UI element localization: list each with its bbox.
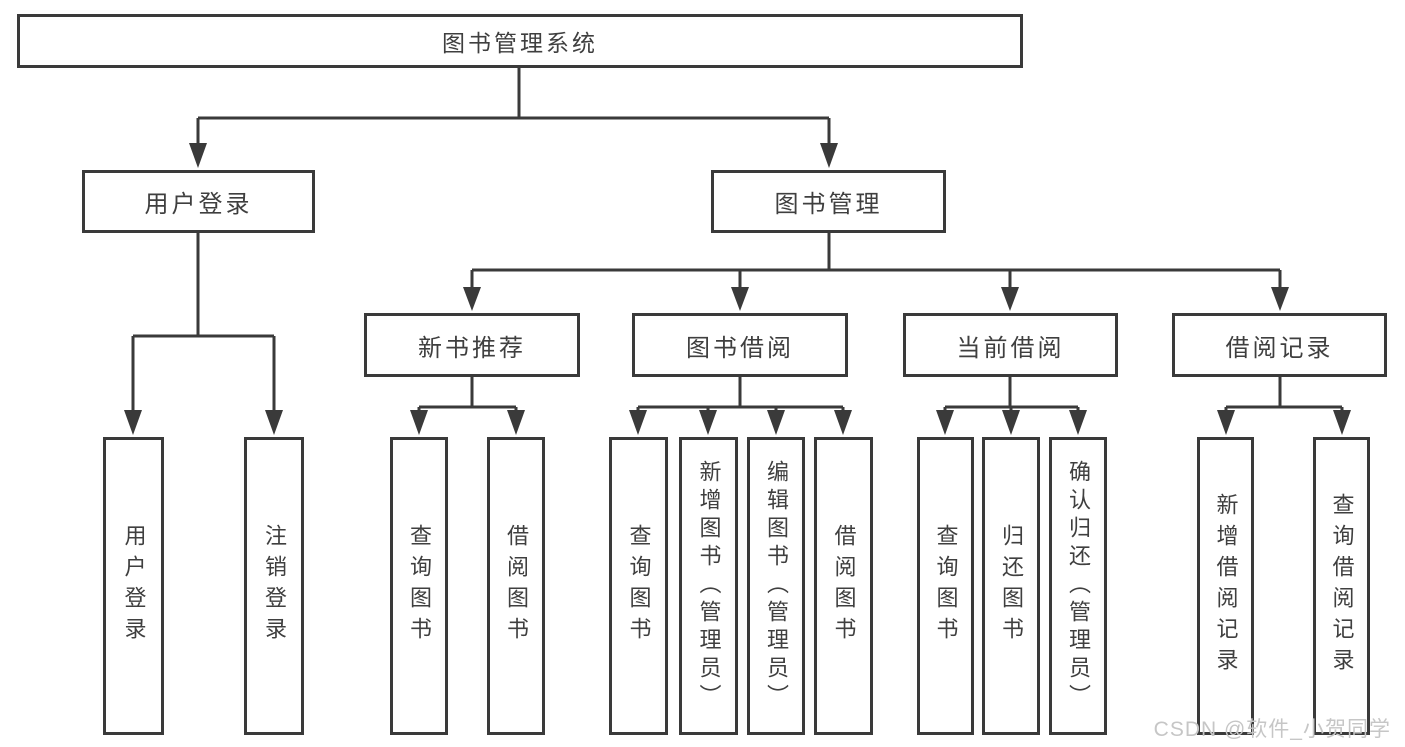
connector-root-to-level1 [189, 68, 838, 168]
arrowhead [507, 410, 525, 435]
leaf-query-books: 查询图书 [390, 437, 448, 735]
leaf-add-borrow-record: 新增借阅记录 [1197, 437, 1254, 735]
arrowhead [936, 410, 954, 435]
connector-borrowing-records-to-leaves [1217, 377, 1351, 435]
leaf-borrow-books: 借阅图书 [487, 437, 545, 735]
leaf-query-books: 查询图书 [917, 437, 974, 735]
node-new-book-recommend: 新书推荐 [364, 313, 580, 377]
arrowhead [265, 410, 283, 435]
leaf-borrow-books: 借阅图书 [814, 437, 873, 735]
arrowhead [463, 287, 481, 311]
leaf-query-books: 查询图书 [609, 437, 668, 735]
connector-new-book-recommend-to-leaves [410, 377, 525, 435]
arrowhead [1271, 287, 1289, 311]
connector-book-borrowing-to-leaves [629, 377, 852, 435]
arrowhead [124, 410, 142, 435]
arrowhead [1002, 410, 1020, 435]
node-book-management: 图书管理 [711, 170, 946, 233]
node-borrowing-records: 借阅记录 [1172, 313, 1387, 377]
node-root-library-system: 图书管理系统 [17, 14, 1023, 68]
leaf-confirm-return-admin: 确认归还（管理员） [1049, 437, 1107, 735]
arrowhead [820, 143, 838, 168]
arrowhead [1217, 410, 1235, 435]
leaf-logout: 注销登录 [244, 437, 304, 735]
arrowhead [1333, 410, 1351, 435]
leaf-edit-books-admin: 编辑图书（管理员） [747, 437, 805, 735]
connector-book-management-to-level2 [463, 233, 1289, 311]
arrowhead [699, 410, 717, 435]
arrowhead [1001, 287, 1019, 311]
leaf-return-books: 归还图书 [982, 437, 1040, 735]
arrowhead [410, 410, 428, 435]
node-user-login: 用户登录 [82, 170, 315, 233]
csdn-watermark: CSDN @软件_小贺同学 [1153, 718, 1391, 741]
connector-user-login-to-leaves [124, 233, 283, 435]
arrowhead [731, 287, 749, 311]
node-current-borrowing: 当前借阅 [903, 313, 1118, 377]
arrowhead [629, 410, 647, 435]
node-book-borrowing: 图书借阅 [632, 313, 848, 377]
leaf-query-borrow-record: 查询借阅记录 [1313, 437, 1370, 735]
leaf-add-books-admin: 新增图书（管理员） [679, 437, 738, 735]
leaf-user-login: 用户登录 [103, 437, 164, 735]
connector-current-borrowing-to-leaves [936, 377, 1087, 435]
arrowhead [767, 410, 785, 435]
arrowhead [189, 143, 207, 168]
arrowhead [1069, 410, 1087, 435]
arrowhead [834, 410, 852, 435]
